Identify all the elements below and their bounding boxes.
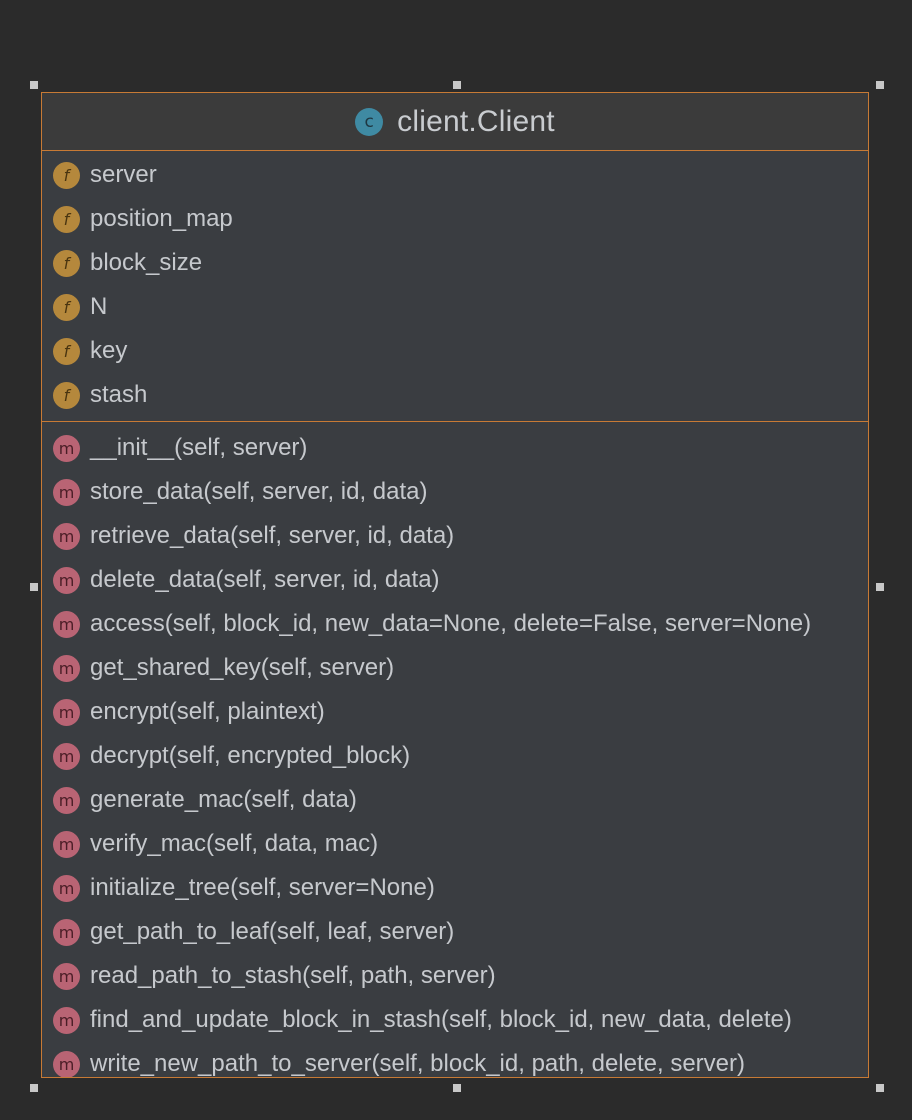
method-row[interactable]: m __init__(self, server) — [42, 426, 868, 470]
field-name: key — [90, 337, 128, 364]
method-signature: get_path_to_leaf(self, leaf, server) — [90, 918, 455, 945]
field-name: block_size — [90, 249, 203, 276]
method-icon: m — [53, 566, 80, 594]
method-row[interactable]: m write_new_path_to_server(self, block_id… — [42, 1042, 868, 1077]
field-icon: f — [53, 205, 80, 233]
field-icon: f — [53, 161, 80, 189]
method-row[interactable]: m encrypt(self, plaintext) — [42, 690, 868, 734]
method-signature: encrypt(self, plaintext) — [90, 698, 325, 725]
class-title: client.Client — [397, 104, 555, 138]
method-signature: decrypt(self, encrypted_block) — [90, 742, 411, 769]
method-row[interactable]: m generate_mac(self, data) — [42, 778, 868, 822]
method-icon: m — [53, 1006, 80, 1034]
method-icon: m — [53, 874, 80, 902]
method-row[interactable]: m find_and_update_block_in_stash(self, bl… — [42, 998, 868, 1042]
method-icon: m — [53, 962, 80, 990]
method-signature: generate_mac(self, data) — [90, 786, 357, 813]
method-row[interactable]: m initialize_tree(self, server=None) — [42, 866, 868, 910]
method-row[interactable]: m access(self, block_id, new_data=None, d… — [42, 602, 868, 646]
method-row[interactable]: m read_path_to_stash(self, path, server) — [42, 954, 868, 998]
method-icon: m — [53, 434, 80, 462]
method-row[interactable]: m get_path_to_leaf(self, leaf, server) — [42, 910, 868, 954]
method-icon: m — [53, 654, 80, 682]
method-icon: m — [53, 830, 80, 858]
field-name: server — [90, 161, 157, 188]
method-row[interactable]: m delete_data(self, server, id, data) — [42, 558, 868, 602]
method-row[interactable]: m store_data(self, server, id, data) — [42, 470, 868, 514]
resize-handle-top-center[interactable] — [453, 81, 461, 89]
method-icon: m — [53, 698, 80, 726]
method-row[interactable]: m retrieve_data(self, server, id, data) — [42, 514, 868, 558]
field-name: position_map — [90, 205, 233, 232]
method-signature: delete_data(self, server, id, data) — [90, 566, 440, 593]
resize-handle-top-left[interactable] — [30, 81, 38, 89]
method-signature: __init__(self, server) — [90, 434, 308, 461]
class-icon: c — [355, 107, 384, 136]
method-row[interactable]: m get_shared_key(self, server) — [42, 646, 868, 690]
field-icon: f — [53, 249, 80, 277]
method-row[interactable]: m verify_mac(self, data, mac) — [42, 822, 868, 866]
method-icon: m — [53, 478, 80, 506]
resize-handle-top-right[interactable] — [876, 81, 884, 89]
method-signature: write_new_path_to_server(self, block_id,… — [90, 1050, 746, 1077]
method-icon: m — [53, 610, 80, 638]
method-signature: read_path_to_stash(self, path, server) — [90, 962, 496, 989]
method-icon: m — [53, 522, 80, 550]
field-row[interactable]: f block_size — [42, 241, 868, 285]
resize-handle-middle-right[interactable] — [876, 583, 884, 591]
method-signature: find_and_update_block_in_stash(self, blo… — [90, 1006, 792, 1033]
field-name: N — [90, 293, 108, 320]
method-icon: m — [53, 918, 80, 946]
method-signature: store_data(self, server, id, data) — [90, 478, 428, 505]
resize-handle-middle-left[interactable] — [30, 583, 38, 591]
method-row[interactable]: m decrypt(self, encrypted_block) — [42, 734, 868, 778]
method-signature: retrieve_data(self, server, id, data) — [90, 522, 455, 549]
method-signature: verify_mac(self, data, mac) — [90, 830, 379, 857]
methods-section: m __init__(self, server) m store_data(self,… — [42, 422, 868, 1077]
resize-handle-bottom-left[interactable] — [30, 1084, 38, 1092]
method-signature: initialize_tree(self, server=None) — [90, 874, 435, 901]
field-icon: f — [53, 381, 80, 409]
field-row[interactable]: f position_map — [42, 197, 868, 241]
field-icon: f — [53, 293, 80, 321]
class-header[interactable]: c client.Client — [42, 93, 868, 151]
method-icon: m — [53, 742, 80, 770]
method-icon: m — [53, 786, 80, 814]
resize-handle-bottom-center[interactable] — [453, 1084, 461, 1092]
method-signature: access(self, block_id, new_data=None, de… — [90, 610, 812, 637]
field-name: stash — [90, 381, 148, 408]
resize-handle-bottom-right[interactable] — [876, 1084, 884, 1092]
method-signature: get_shared_key(self, server) — [90, 654, 395, 681]
method-icon: m — [53, 1050, 80, 1077]
field-icon: f — [53, 337, 80, 365]
